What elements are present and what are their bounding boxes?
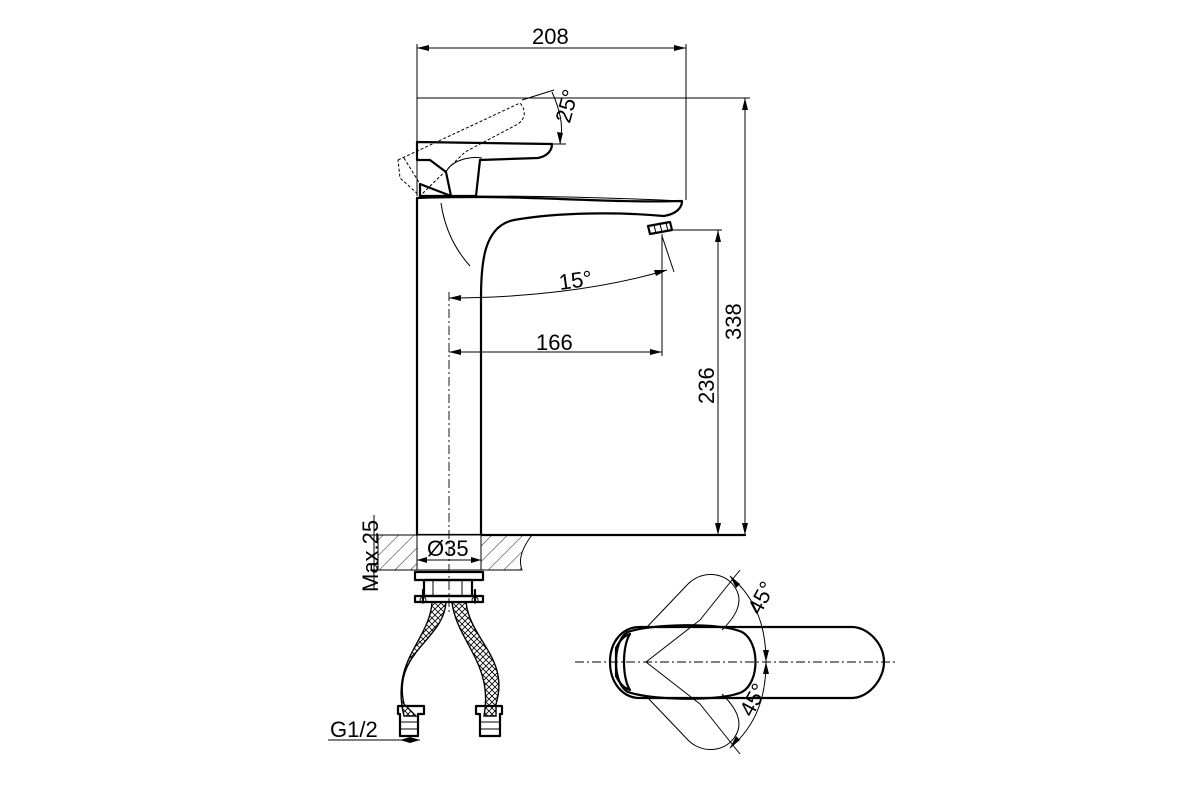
top-view-body	[608, 625, 886, 700]
top-view	[575, 569, 895, 755]
right-fitting	[474, 704, 504, 738]
max-thickness-label: Max.25	[358, 520, 383, 592]
top-view-handle-rotated-upper	[645, 574, 740, 631]
spout-reach-label: 166	[536, 330, 573, 355]
right-hose	[451, 601, 500, 717]
aerator	[646, 220, 674, 236]
lever-handle-open-ghost	[397, 102, 525, 197]
spout-swivel-angle-label: 15°	[557, 266, 593, 295]
mounting-hole-label: Ø35	[427, 536, 469, 561]
faucet-body-outline	[415, 195, 684, 537]
column-inner-line	[440, 202, 471, 267]
dimension-lines	[328, 44, 750, 743]
spout-top-line	[464, 195, 683, 202]
handle-rotation-lower-label: 45°	[734, 679, 772, 720]
left-hose	[400, 601, 447, 717]
overall-reach-label: 208	[532, 24, 569, 49]
total-height-label: 338	[721, 303, 746, 340]
lever-handle	[415, 140, 554, 198]
counter-top-section	[377, 534, 418, 571]
left-fitting	[396, 704, 426, 738]
mounting-plate	[413, 570, 485, 582]
handle-rotation-upper-label: 45°	[742, 577, 780, 618]
side-view	[377, 102, 747, 738]
top-view-handle-rotated-lower	[645, 693, 740, 750]
lever-angle-label: 25°	[550, 87, 583, 126]
spout-height-label: 236	[694, 367, 719, 404]
connection-thread-label: G1/2	[330, 717, 378, 742]
